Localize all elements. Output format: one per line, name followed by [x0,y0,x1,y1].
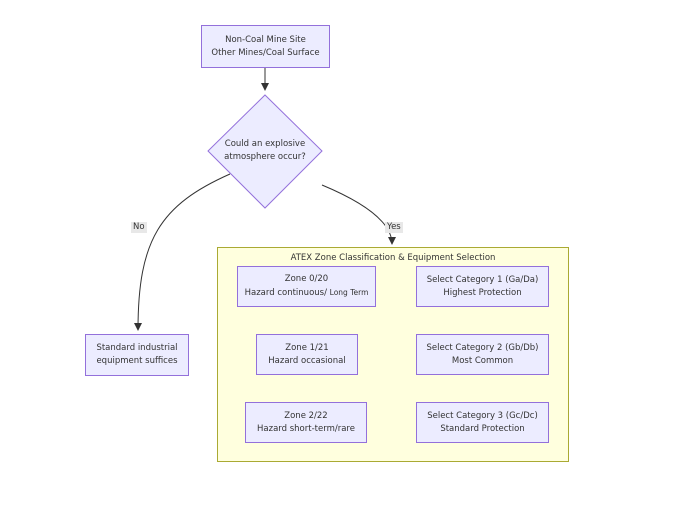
decision-node: Could an explosive atmosphere occur? [215,138,315,164]
decision-line2: atmosphere occur? [224,152,306,162]
standard-line2: equipment suffices [96,356,178,366]
cat3-line2: Standard Protection [440,423,525,434]
standard-equipment-node: Standard industrial equipment suffices [85,334,189,376]
edge-decision-no [134,173,231,331]
category2-node: Select Category 2 (Gb/Db) Most Common [416,334,549,375]
decision-diamond [207,94,323,209]
decision-line1: Could an explosive [224,139,306,149]
cat3-line1: Select Category 3 (Gc/Dc) [427,410,538,421]
zone0-line2b: Long Term [329,288,369,297]
zone2-line2: Hazard short-term/rare [257,423,355,434]
start-line2: Other Mines/Coal Surface [211,47,320,58]
cat2-line2: Most Common [451,355,514,366]
standard-line1: Standard industrial [96,343,178,353]
zone2-line1: Zone 2/22 [284,410,328,421]
zone1-line1: Zone 1/21 [285,342,329,353]
category3-node: Select Category 3 (Gc/Dc) Standard Prote… [416,402,549,443]
zone0-line2: Hazard continuous/ Long Term [245,286,369,300]
category1-node: Select Category 1 (Ga/Da) Highest Protec… [416,266,549,307]
start-node: Non-Coal Mine Site Other Mines/Coal Surf… [201,25,330,68]
cluster-title: ATEX Zone Classification & Equipment Sel… [290,253,496,263]
edge-label-no: No [131,222,147,233]
edge-decision-yes [321,184,396,245]
zone0-line1: Zone 0/20 [284,274,329,284]
cat1-line1: Select Category 1 (Ga/Da) [426,274,539,285]
zone1-line2: Hazard occasional [268,355,346,366]
start-line1: Non-Coal Mine Site [225,34,306,45]
zone0-node: Zone 0/20 Hazard continuous/ Long Term [237,266,376,307]
zone1-node: Zone 1/21 Hazard occasional [256,334,358,375]
zone0-line2a: Hazard continuous/ [244,288,330,298]
cat1-line2: Highest Protection [443,287,522,298]
edge-label-yes: Yes [385,222,403,233]
cat2-line1: Select Category 2 (Gb/Db) [426,342,539,353]
zone2-node: Zone 2/22 Hazard short-term/rare [245,402,367,443]
